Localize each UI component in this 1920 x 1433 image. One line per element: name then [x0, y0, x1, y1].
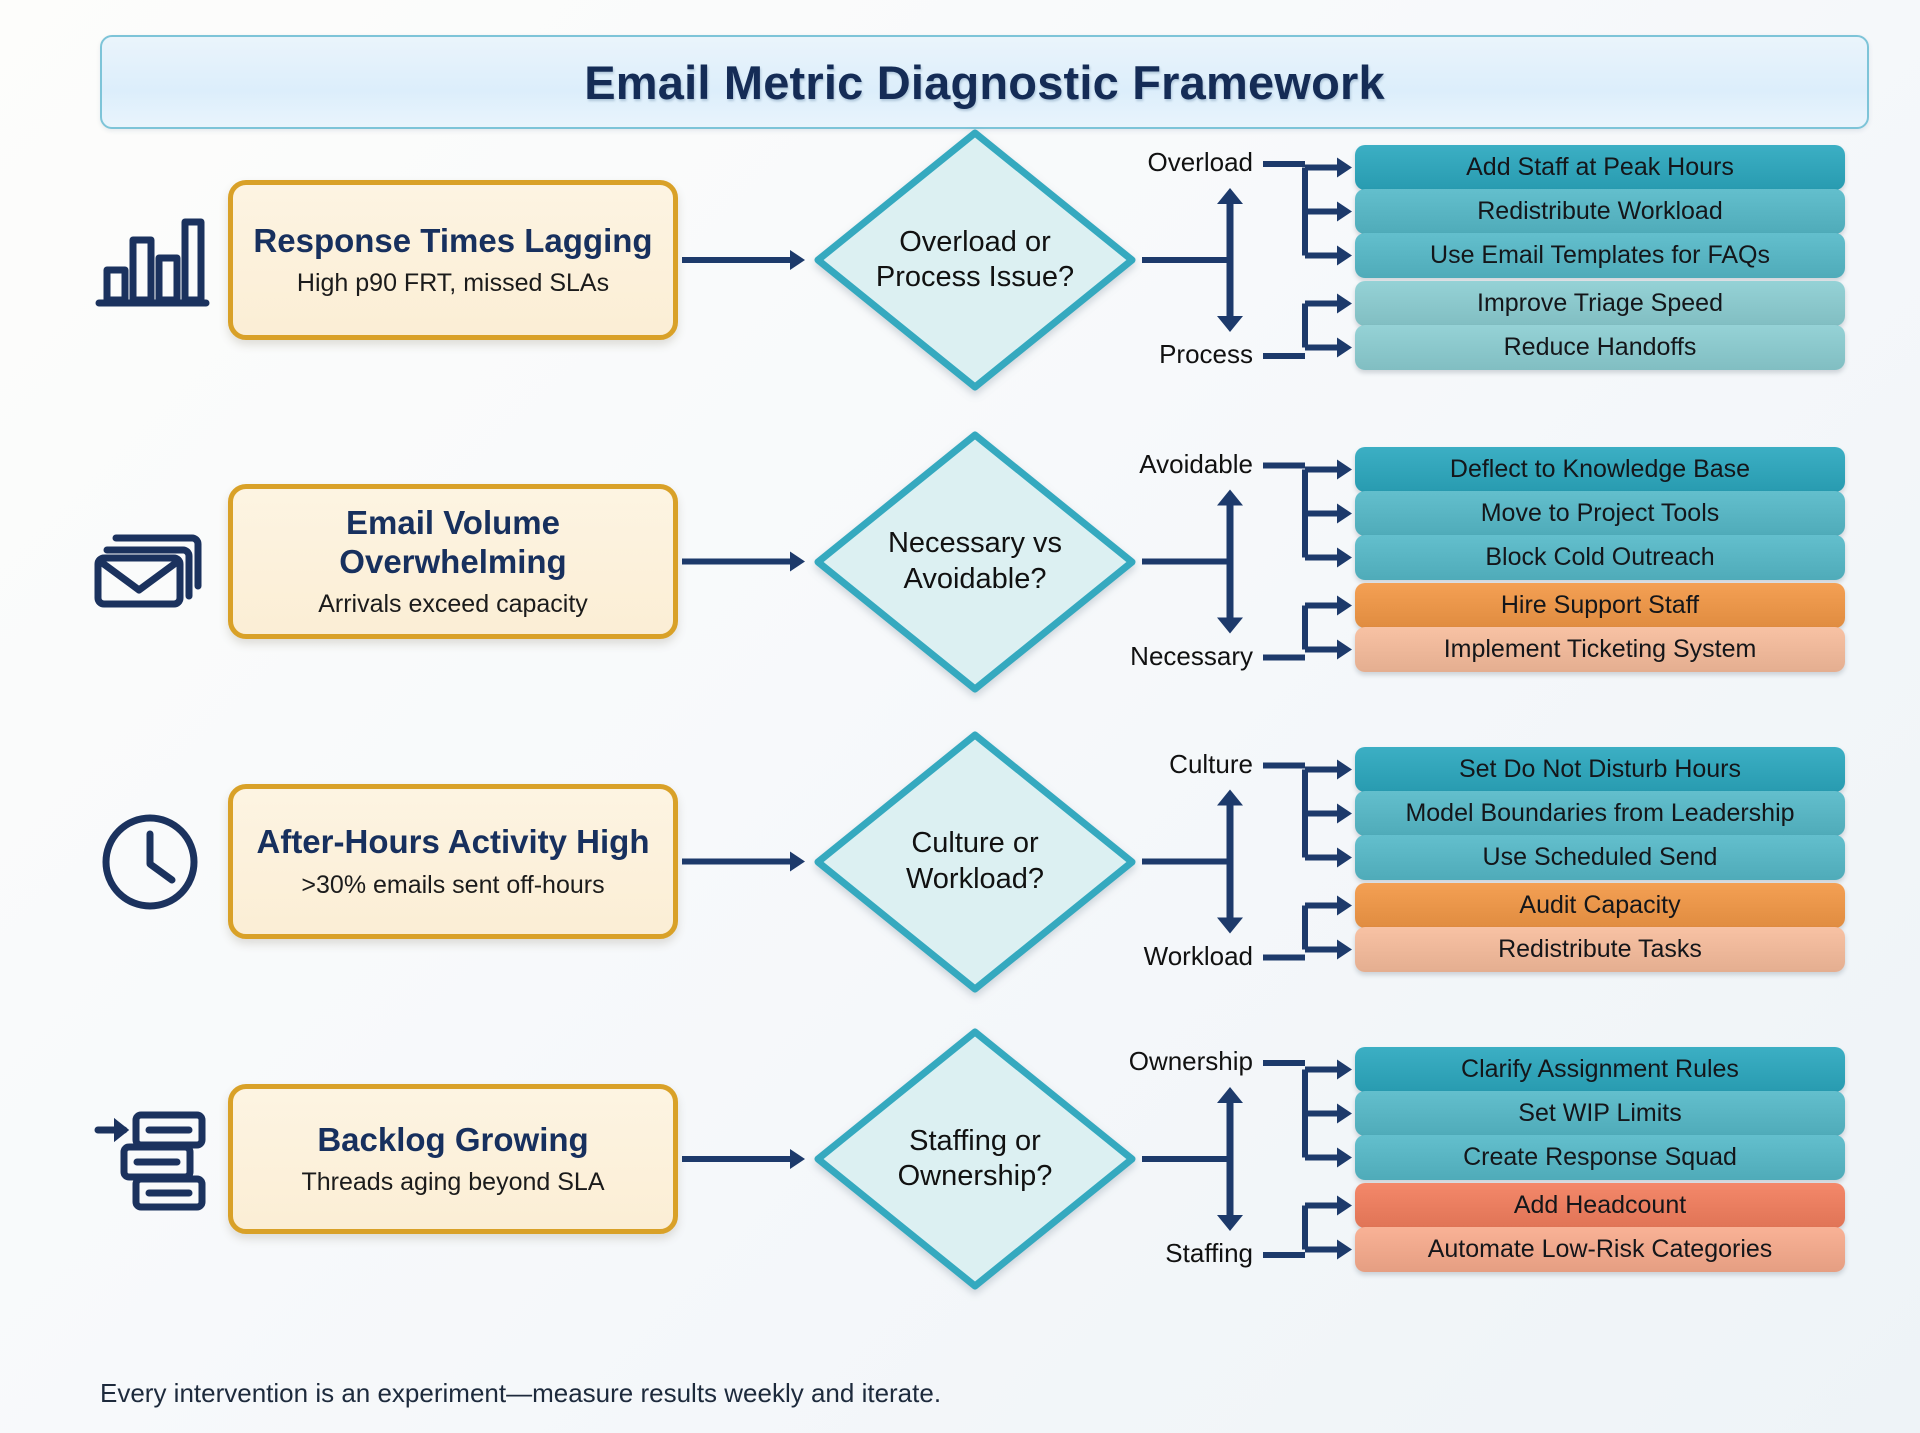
problem-subtitle: Threads aging beyond SLA: [301, 1168, 605, 1197]
action-pill[interactable]: Use Email Templates for FAQs: [1355, 233, 1845, 278]
backlog-stack-icon: [85, 1094, 215, 1224]
action-pill[interactable]: Move to Project Tools: [1355, 491, 1845, 536]
action-pill[interactable]: Deflect to Knowledge Base: [1355, 447, 1845, 492]
bar-chart-icon: [85, 195, 215, 325]
problem-subtitle: Arrivals exceed capacity: [318, 590, 588, 619]
decision-label: Necessary vs Avoidable?: [887, 527, 1063, 595]
connector-lines: [0, 452, 1920, 752]
problem-subtitle: High p90 FRT, missed SLAs: [296, 269, 610, 298]
action-pill[interactable]: Add Staff at Peak Hours: [1355, 145, 1845, 190]
decision-diamond[interactable]: Overload or Process Issue?: [810, 125, 1140, 395]
connector-lines: [0, 752, 1920, 1052]
action-pill[interactable]: Hire Support Staff: [1355, 583, 1845, 628]
branch-label-culture: Culture: [1169, 748, 1253, 779]
action-pill[interactable]: Model Boundaries from Leadership: [1355, 791, 1845, 836]
decision-label: Overload or Process Issue?: [875, 225, 1075, 293]
clock-icon: [85, 797, 215, 927]
action-pill[interactable]: Add Headcount: [1355, 1183, 1845, 1228]
problem-title: Response Times Lagging: [253, 221, 653, 259]
decision-diamond[interactable]: Necessary vs Avoidable?: [810, 427, 1140, 697]
action-pill[interactable]: Implement Ticketing System: [1355, 627, 1845, 672]
branch-label-overload: Overload: [1147, 147, 1254, 177]
page-title: Email Metric Diagnostic Framework: [584, 55, 1385, 109]
branch-label-ownership: Ownership: [1128, 1046, 1253, 1076]
decision-diamond[interactable]: Staffing or Ownership?: [810, 1024, 1140, 1294]
page-title-band: Email Metric Diagnostic Framework: [100, 35, 1869, 129]
connector-lines: [0, 150, 1920, 450]
action-pill[interactable]: Block Cold Outreach: [1355, 535, 1845, 580]
action-pill[interactable]: Improve Triage Speed: [1355, 281, 1845, 326]
action-pill[interactable]: Automate Low-Risk Categories: [1355, 1227, 1845, 1272]
decision-diamond[interactable]: Culture or Workload?: [810, 727, 1140, 997]
action-pill[interactable]: Clarify Assignment Rules: [1355, 1047, 1845, 1092]
action-pill[interactable]: Reduce Handoffs: [1355, 325, 1845, 370]
action-pill[interactable]: Set Do Not Disturb Hours: [1355, 747, 1845, 792]
action-pill[interactable]: Redistribute Tasks: [1355, 927, 1845, 972]
problem-title: Backlog Growing: [317, 1120, 589, 1158]
decision-label: Culture or Workload?: [905, 827, 1045, 895]
problem-title: Email Volume Overwhelming: [339, 503, 567, 580]
action-pill[interactable]: Use Scheduled Send: [1355, 835, 1845, 880]
action-pill[interactable]: Set WIP Limits: [1355, 1091, 1845, 1136]
stacked-envelopes-icon: [85, 497, 215, 627]
action-pill[interactable]: Create Response Squad: [1355, 1135, 1845, 1180]
branch-label-process: Process: [1159, 339, 1253, 369]
action-pill[interactable]: Audit Capacity: [1355, 883, 1845, 928]
footer-note: Every intervention is an experiment—meas…: [100, 1378, 942, 1408]
connector-lines: [0, 1052, 1920, 1352]
branch-label-avoidable: Avoidable: [1139, 448, 1253, 479]
branch-label-workload: Workload: [1143, 940, 1253, 971]
decision-label: Staffing or Ownership?: [897, 1124, 1053, 1192]
problem-card[interactable]: After-Hours Activity High >30% emails sen…: [228, 784, 678, 939]
branch-label-staffing: Staffing: [1165, 1238, 1253, 1268]
problem-title: After-Hours Activity High: [256, 823, 650, 861]
branch-label-necessary: Necessary: [1130, 640, 1253, 671]
diagnostic-row: After-Hours Activity High >30% emails sen…: [0, 731, 1920, 1052]
action-pill[interactable]: Redistribute Workload: [1355, 189, 1845, 234]
problem-subtitle: >30% emails sent off-hours: [301, 870, 605, 899]
